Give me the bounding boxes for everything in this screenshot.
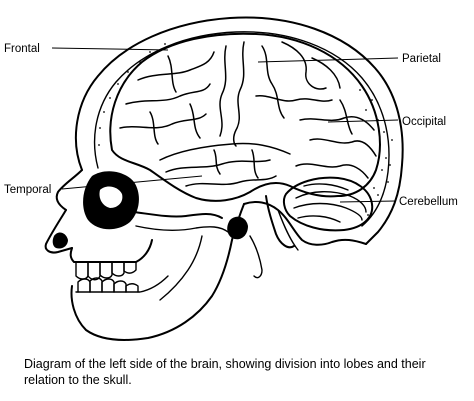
label-parietal-group: Parietal <box>257 53 441 65</box>
skull-drawing <box>44 16 404 341</box>
cerebrum-outline <box>109 32 381 202</box>
brow-outline <box>55 169 83 211</box>
figure-caption: Diagram of the left side of the brain, s… <box>24 357 426 387</box>
brain-stem <box>265 195 295 249</box>
nasal-outline <box>44 209 73 254</box>
label-cerebellum-group: Cerebellum <box>339 196 458 208</box>
ear-opening <box>227 216 248 240</box>
lower-teeth <box>77 277 139 293</box>
cerebellum-outline <box>282 176 374 232</box>
leader-temporal <box>61 175 203 190</box>
label-cerebellum: Cerebellum <box>399 196 458 208</box>
leader-frontal <box>51 47 169 51</box>
leader-occipital <box>327 119 399 123</box>
label-occipital-group: Occipital <box>327 116 446 128</box>
cranium-inner-wall <box>93 31 390 227</box>
leader-cerebellum <box>339 200 397 203</box>
upper-teeth <box>75 261 137 281</box>
label-frontal-group: Frontal <box>4 43 169 55</box>
zygomatic-arch <box>133 211 223 219</box>
cranium-outline <box>74 16 404 245</box>
mandible <box>70 239 233 341</box>
brain-drawing <box>109 32 381 202</box>
cerebellum-drawing <box>265 176 374 249</box>
central-sulcus <box>232 41 245 147</box>
label-occipital: Occipital <box>402 116 446 128</box>
label-frontal: Frontal <box>4 43 40 55</box>
label-parietal: Parietal <box>402 53 441 65</box>
leader-parietal <box>257 57 399 63</box>
skull-base <box>243 201 367 246</box>
label-temporal-group: Temporal <box>4 175 203 196</box>
nasal-cavity <box>52 232 68 249</box>
lateral-sulcus <box>159 142 291 161</box>
label-temporal: Temporal <box>4 184 51 196</box>
maxilla <box>69 239 153 263</box>
